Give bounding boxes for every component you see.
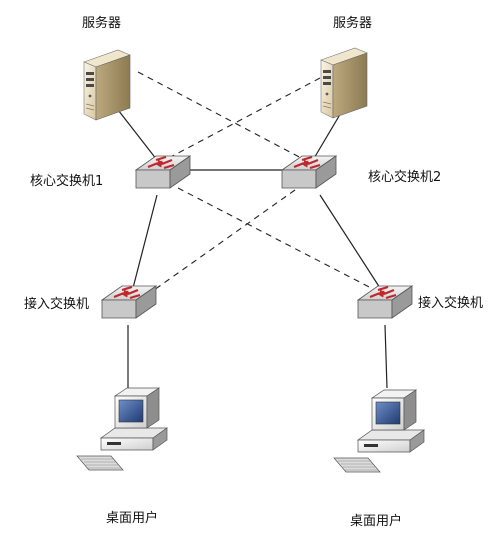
desktop-user-left-label: 桌面用户	[106, 511, 159, 526]
server-left-icon	[83, 49, 131, 121]
server-left-label: 服务器	[82, 16, 122, 31]
access-switch-right-label: 接入交换机	[418, 296, 484, 311]
desktop-right-icon	[333, 389, 425, 473]
link-core-1-access-left	[132, 194, 158, 289]
solid-links	[114, 105, 388, 389]
server-right-label: 服务器	[333, 16, 373, 31]
link-server-right-core-1	[164, 77, 321, 161]
desktop-user-right-label: 桌面用户	[350, 514, 403, 529]
link-core-2-access-left	[139, 189, 296, 301]
link-core-1-access-right	[177, 187, 376, 291]
link-server-left-core-1	[114, 105, 158, 161]
link-access-right-desktop-right	[384, 324, 388, 389]
core-switch-1-icon	[134, 154, 192, 190]
access-switch-left-label: 接入交换机	[24, 297, 90, 312]
core-switch-1-label: 核心交换机1	[30, 174, 104, 189]
desktop-left-icon	[76, 387, 168, 471]
core-switch-2-label: 核心交换机2	[368, 170, 442, 185]
access-switch-left-icon	[100, 284, 158, 320]
access-switch-right-icon	[356, 284, 414, 320]
dashed-links	[137, 71, 376, 301]
server-right-icon	[320, 47, 368, 119]
link-core-2-access-right	[319, 194, 381, 289]
link-server-left-core-2	[137, 71, 306, 161]
core-switch-2-icon	[280, 154, 338, 190]
